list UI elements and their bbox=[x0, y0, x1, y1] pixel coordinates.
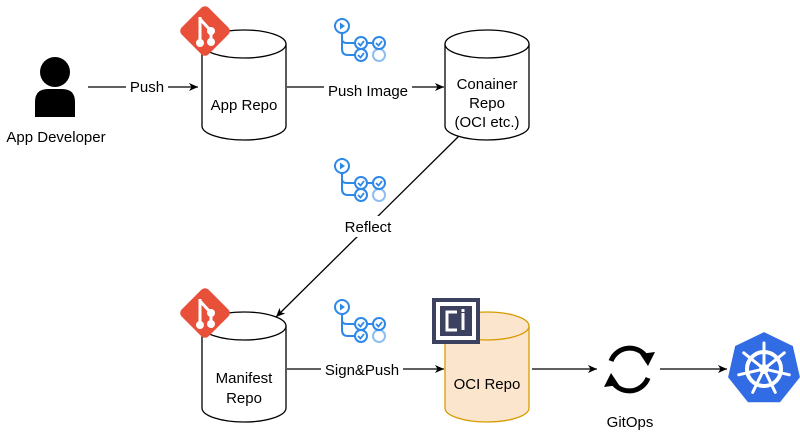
node-label-container-repo-line2: Repo bbox=[469, 95, 505, 112]
ci-logo-icon bbox=[432, 298, 480, 344]
node-label-oci-repo: OCI Repo bbox=[454, 376, 521, 393]
kubernetes-icon bbox=[725, 329, 800, 405]
node-label-gitops: GitOps bbox=[607, 414, 654, 431]
node-label-manifest-repo-line1: Manifest bbox=[216, 370, 274, 387]
node-label-app-developer: App Developer bbox=[6, 129, 105, 146]
app-repo-cylinder bbox=[201, 29, 287, 141]
node-label-container-repo-line1: Conainer bbox=[457, 76, 518, 93]
node-label-manifest-repo-line2: Repo bbox=[226, 390, 262, 407]
edge-label-push-image: Push Image bbox=[328, 83, 408, 100]
edge-label-reflect: Reflect bbox=[345, 219, 393, 236]
node-label-app-repo: App Repo bbox=[211, 97, 278, 114]
edge-label-push: Push bbox=[130, 79, 164, 96]
node-label-container-repo-line3: (OCI etc.) bbox=[454, 114, 519, 131]
person-icon bbox=[35, 57, 75, 117]
github-actions-icon bbox=[334, 158, 386, 202]
sync-icon bbox=[604, 345, 655, 394]
github-actions-icon bbox=[334, 18, 386, 62]
container-repo-cylinder bbox=[444, 29, 530, 141]
edge-label-sign-push: Sign&Push bbox=[325, 362, 399, 379]
github-actions-icon bbox=[334, 299, 386, 343]
